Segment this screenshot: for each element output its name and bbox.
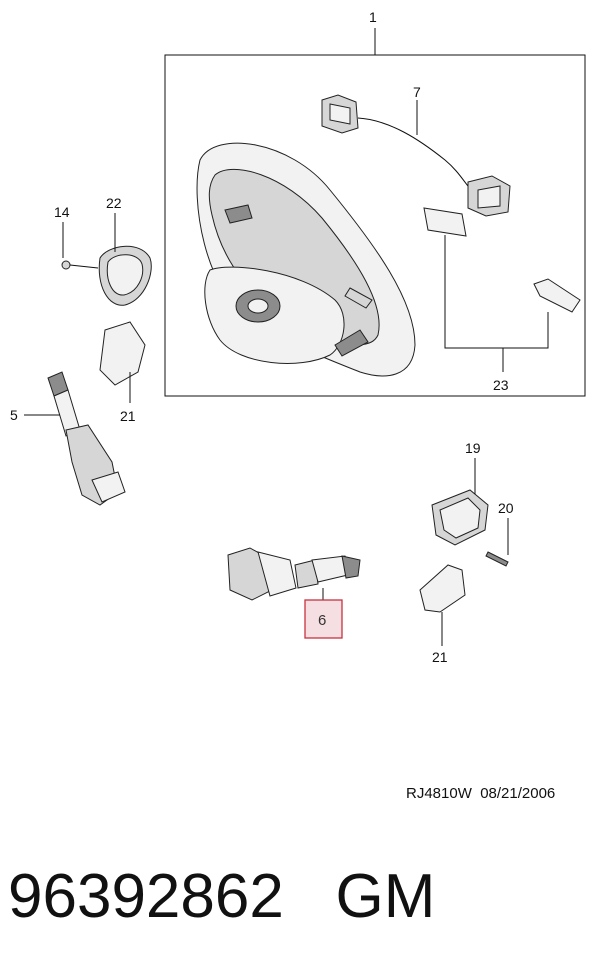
part-number-footer: 96392862 GM [8,860,435,934]
lever-switch-6-drawing [227,547,361,601]
callout-5: 5 [10,407,18,423]
callout-14: 14 [54,204,70,220]
steering-wheel-drawing [196,142,416,377]
callout-22: 22 [106,195,122,211]
cover-21-left-drawing [99,321,146,403]
highlighted-callout-6: 6 [318,612,326,629]
callout-20: 20 [498,500,514,516]
cover-parts-23 [423,207,581,372]
switch-19-drawing [431,458,509,567]
callout-19: 19 [465,440,481,456]
callout-1: 1 [369,9,377,25]
switch-22-drawing [61,213,152,306]
callout-21-right: 21 [432,649,448,665]
callout-7: 7 [413,84,421,100]
highlighted-callout-box [304,599,343,639]
brand-name: GM [335,862,436,931]
wiring-harness-drawing [321,94,511,217]
lever-switch-5-drawing [24,371,126,506]
callout-23: 23 [493,377,509,393]
callout-21-left: 21 [120,408,136,424]
cover-21-right-drawing [419,564,466,646]
part-number: 96392862 [8,862,284,931]
drawing-reference: RJ4810W 08/21/2006 [406,785,556,802]
